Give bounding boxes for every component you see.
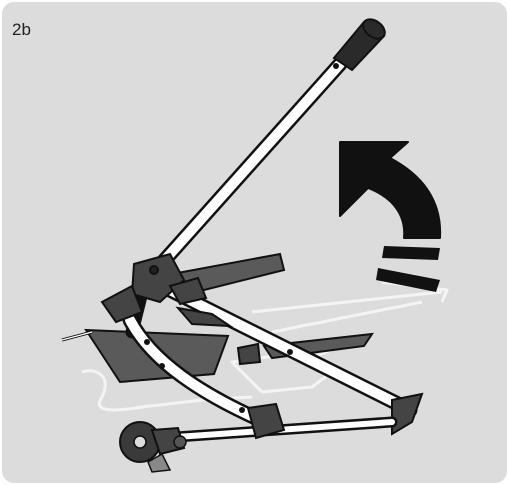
push-handle <box>146 18 386 280</box>
hinges <box>100 252 286 440</box>
step-label: 2b <box>12 20 31 39</box>
fold-arrow-icon <box>339 141 442 239</box>
ghost-outline <box>81 280 449 412</box>
wheel-assembly <box>119 421 187 473</box>
motion-lines-icon <box>376 246 440 292</box>
